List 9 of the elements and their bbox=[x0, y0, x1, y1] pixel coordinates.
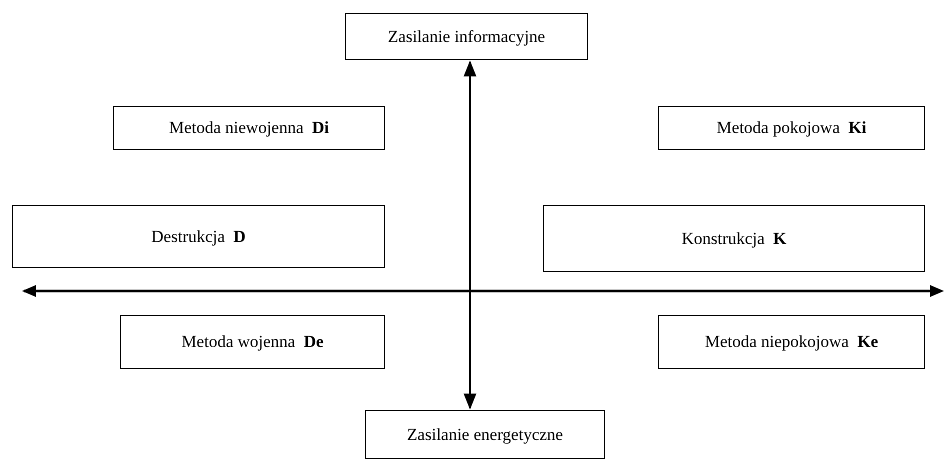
text-box: Metoda niepokojowa Ke bbox=[658, 315, 925, 369]
text-box: Metoda pokojowa Ki bbox=[658, 106, 925, 150]
text-box: Zasilanie energetyczne bbox=[365, 410, 605, 459]
text-box: Metoda wojenna De bbox=[120, 315, 385, 369]
text-box: Destrukcja D bbox=[12, 205, 385, 268]
text-box: Zasilanie informacyjne bbox=[345, 13, 588, 60]
text-box: Metoda niewojenna Di bbox=[113, 106, 385, 150]
arrow bbox=[464, 60, 476, 410]
text-box: Konstrukcja K bbox=[543, 205, 925, 272]
